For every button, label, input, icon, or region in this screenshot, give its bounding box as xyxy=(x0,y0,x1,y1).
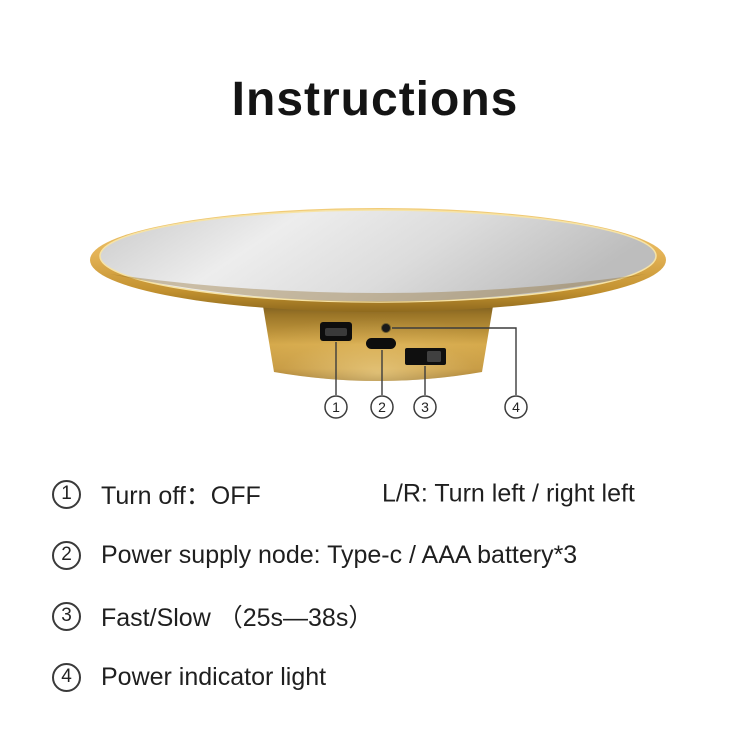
item-4-text: Power indicator light xyxy=(101,662,327,691)
callout-2: 2 xyxy=(370,395,394,419)
instruction-item-4: 4 Power indicator light xyxy=(52,660,712,694)
speed-switch-knob xyxy=(427,351,441,362)
callout-2-label: 2 xyxy=(378,399,386,415)
disc-under-shadow xyxy=(110,274,646,302)
item-2-text: Power supply node: Type-c / AAA battery*… xyxy=(101,540,578,569)
instruction-item-2: 2 Power supply node: Type-c / AAA batter… xyxy=(52,538,712,572)
power-indicator-hole xyxy=(381,323,391,333)
turntable-figure: 1 2 3 4 xyxy=(0,190,750,440)
callout-lines xyxy=(335,327,517,395)
item-3-number-badge: 3 xyxy=(52,601,81,631)
callout-1: 1 xyxy=(324,395,348,419)
callout-1-label: 1 xyxy=(332,399,340,415)
item-3-text: Fast/Slow （25s—38s） xyxy=(101,604,374,632)
item-1-text: Turn off：OFF xyxy=(101,482,261,510)
turntable-disc xyxy=(90,208,666,312)
callout-4: 4 xyxy=(504,395,528,419)
instruction-item-1: 1 Turn off：OFF L/R: Turn left / right le… xyxy=(52,476,712,512)
page-title: Instructions xyxy=(231,73,519,126)
disc-mirror-top xyxy=(99,209,657,303)
turntable-diagram: 1 2 3 4 xyxy=(90,208,666,419)
callout-3: 3 xyxy=(413,395,437,419)
item-2-number-badge: 2 xyxy=(52,540,81,570)
item-4-number-badge: 4 xyxy=(52,662,81,692)
item-1-extra-text: L/R: Turn left / right left xyxy=(382,479,635,508)
instruction-item-3: 3 Fast/Slow （25s—38s） xyxy=(52,598,712,634)
callout-3-label: 3 xyxy=(421,399,429,415)
callout-4-label: 4 xyxy=(512,399,520,415)
type-c-port xyxy=(366,338,396,349)
instruction-list: 1 Turn off：OFF L/R: Turn left / right le… xyxy=(52,476,712,720)
callout-badges: 1 2 3 4 xyxy=(324,395,528,419)
base-ports xyxy=(320,322,446,365)
mini-usb-port-inner xyxy=(325,328,347,336)
item-1-number-badge: 1 xyxy=(52,479,81,509)
leader-line-4 xyxy=(392,327,517,395)
